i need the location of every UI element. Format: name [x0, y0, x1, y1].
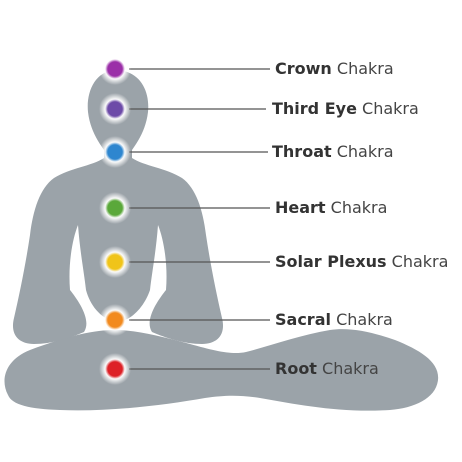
chakra-suffix: Chakra	[336, 310, 393, 329]
chakra-dot	[108, 62, 122, 76]
chakra-label-root: Root Chakra	[275, 357, 379, 381]
chakra-dot	[108, 201, 122, 215]
chakra-name: Solar Plexus	[275, 252, 387, 271]
chakra-label-third-eye: Third Eye Chakra	[272, 97, 419, 121]
chakra-dot	[108, 145, 122, 159]
chakra-name: Root	[275, 359, 317, 378]
chakra-name: Sacral	[275, 310, 331, 329]
chakra-suffix: Chakra	[322, 359, 379, 378]
chakra-suffix: Chakra	[362, 99, 419, 118]
chakra-dot	[108, 255, 122, 269]
chakra-label-throat: Throat Chakra	[272, 140, 394, 164]
leader-lines	[129, 68, 270, 370]
chakra-suffix: Chakra	[336, 59, 394, 78]
chakra-suffix: Chakra	[391, 252, 449, 271]
chakra-name: Heart	[275, 198, 326, 217]
chakra-label-heart: Heart Chakra	[275, 196, 387, 220]
chakra-name: Crown	[275, 59, 332, 78]
figure-legs	[4, 329, 439, 411]
chakra-dot	[108, 102, 122, 116]
chakra-dots	[99, 53, 131, 385]
chakra-label-sacral: Sacral Chakra	[275, 308, 393, 332]
chakra-label-solar-plexus: Solar Plexus Chakra	[275, 250, 448, 274]
chakra-name: Third Eye	[272, 99, 357, 118]
chakra-dot	[108, 362, 122, 376]
chakra-suffix: Chakra	[336, 142, 394, 161]
chakra-suffix: Chakra	[330, 198, 388, 217]
chakra-name: Throat	[272, 142, 332, 161]
chakra-label-crown: Crown Chakra	[275, 57, 394, 81]
chakra-dot	[108, 313, 122, 327]
